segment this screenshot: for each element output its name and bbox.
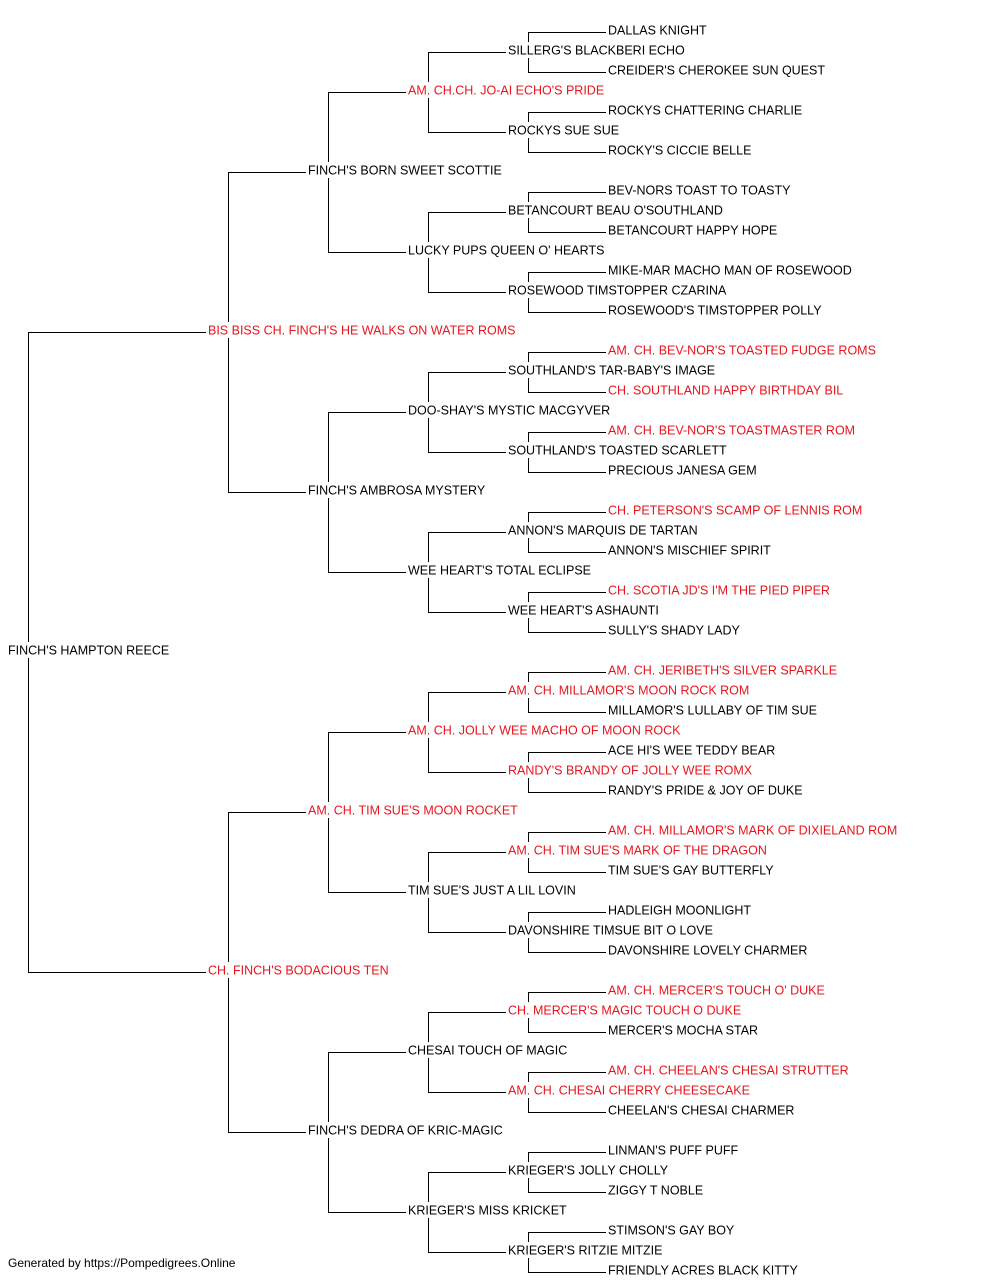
dog-name-gen5-titled: AM. CH. CHEELAN'S CHESAI STRUTTER bbox=[608, 1064, 849, 1078]
dog-name-gen2-titled: AM. CH. TIM SUE'S MOON ROCKET bbox=[308, 804, 518, 818]
dog-name-gen5: STIMSON'S GAY BOY bbox=[608, 1224, 735, 1238]
dog-name-gen5-titled: AM. CH. MERCER'S TOUCH O' DUKE bbox=[608, 984, 825, 998]
dog-name-gen4: SILLERG'S BLACKBERI ECHO bbox=[508, 44, 685, 58]
dog-name-gen5: RANDY'S PRIDE & JOY OF DUKE bbox=[608, 784, 803, 798]
footer-credit: Generated by https://Pompedigrees.Online bbox=[8, 1256, 236, 1270]
dog-name-gen5: ZIGGY T NOBLE bbox=[608, 1184, 703, 1198]
dog-name-gen5: SULLY'S SHADY LADY bbox=[608, 624, 741, 638]
dog-name-gen5: ROCKYS CHATTERING CHARLIE bbox=[608, 104, 802, 118]
dog-name-gen5: MERCER'S MOCHA STAR bbox=[608, 1024, 758, 1038]
dog-name-gen3: LUCKY PUPS QUEEN O' HEARTS bbox=[408, 244, 604, 258]
dog-name-gen5: HADLEIGH MOONLIGHT bbox=[608, 904, 751, 918]
dog-name-gen5: MIKE-MAR MACHO MAN OF ROSEWOOD bbox=[608, 264, 852, 278]
dog-name-gen5: BEV-NORS TOAST TO TOASTY bbox=[608, 184, 791, 198]
dog-name-gen5-titled: CH. SCOTIA JD'S I'M THE PIED PIPER bbox=[608, 584, 830, 598]
dog-name-gen5: ROSEWOOD'S TIMSTOPPER POLLY bbox=[608, 304, 822, 318]
dog-name-gen3: DOO-SHAY'S MYSTIC MACGYVER bbox=[408, 404, 610, 418]
dog-name-gen4: SOUTHLAND'S TAR-BABY'S IMAGE bbox=[508, 364, 715, 378]
dog-name-gen4: ROCKYS SUE SUE bbox=[508, 124, 619, 138]
dog-name-gen4: KRIEGER'S JOLLY CHOLLY bbox=[508, 1164, 669, 1178]
dog-name-gen4-titled: CH. MERCER'S MAGIC TOUCH O DUKE bbox=[508, 1004, 741, 1018]
dog-name-gen5: FRIENDLY ACRES BLACK KITTY bbox=[608, 1264, 799, 1278]
dog-name-gen5: ROCKY'S CICCIE BELLE bbox=[608, 144, 751, 158]
dog-name-gen4: BETANCOURT BEAU O'SOUTHLAND bbox=[508, 204, 723, 218]
dog-name-gen4-titled: AM. CH. CHESAI CHERRY CHEESECAKE bbox=[508, 1084, 750, 1098]
dog-name-gen3: KRIEGER'S MISS KRICKET bbox=[408, 1204, 567, 1218]
dog-name-gen3-titled: AM. CH.CH. JO-AI ECHO'S PRIDE bbox=[408, 84, 604, 98]
dog-name-gen1-titled: CH. FINCH'S BODACIOUS TEN bbox=[208, 964, 389, 978]
dog-name-gen4: SOUTHLAND'S TOASTED SCARLETT bbox=[508, 444, 727, 458]
dog-name-gen5-titled: CH. PETERSON'S SCAMP OF LENNIS ROM bbox=[608, 504, 862, 518]
dog-name-gen4: WEE HEART'S ASHAUNTI bbox=[508, 604, 659, 618]
dog-name-gen5: CHEELAN'S CHESAI CHARMER bbox=[608, 1104, 794, 1118]
dog-name-gen5: TIM SUE'S GAY BUTTERFLY bbox=[608, 864, 774, 878]
dog-name-gen5: ANNON'S MISCHIEF SPIRIT bbox=[608, 544, 771, 558]
dog-name-gen2: FINCH'S AMBROSA MYSTERY bbox=[308, 484, 486, 498]
dog-name-gen5-titled: AM. CH. JERIBETH'S SILVER SPARKLE bbox=[608, 664, 837, 678]
dog-name-gen5: DAVONSHIRE LOVELY CHARMER bbox=[608, 944, 807, 958]
dog-name-gen4-titled: AM. CH. TIM SUE'S MARK OF THE DRAGON bbox=[508, 844, 767, 858]
dog-name-gen4-titled: AM. CH. MILLAMOR'S MOON ROCK ROM bbox=[508, 684, 749, 698]
dog-name-gen5-titled: AM. CH. BEV-NOR'S TOASTMASTER ROM bbox=[608, 424, 855, 438]
dog-name-gen5-titled: CH. SOUTHLAND HAPPY BIRTHDAY BIL bbox=[608, 384, 843, 398]
dog-name-gen5: DALLAS KNIGHT bbox=[608, 24, 707, 38]
dog-name-gen5-titled: AM. CH. MILLAMOR'S MARK OF DIXIELAND ROM bbox=[608, 824, 897, 838]
dog-name-gen3: CHESAI TOUCH OF MAGIC bbox=[408, 1044, 567, 1058]
dog-name-gen5: LINMAN'S PUFF PUFF bbox=[608, 1144, 739, 1158]
dog-name-gen1-titled: BIS BISS CH. FINCH'S HE WALKS ON WATER R… bbox=[208, 324, 516, 338]
dog-name-gen5: BETANCOURT HAPPY HOPE bbox=[608, 224, 777, 238]
dog-name-gen0: FINCH'S HAMPTON REECE bbox=[8, 644, 169, 658]
dog-name-gen3-titled: AM. CH. JOLLY WEE MACHO OF MOON ROCK bbox=[408, 724, 681, 738]
dog-name-gen4: KRIEGER'S RITZIE MITZIE bbox=[508, 1244, 662, 1258]
dog-name-gen5: ACE HI'S WEE TEDDY BEAR bbox=[608, 744, 775, 758]
dog-name-gen5-titled: AM. CH. BEV-NOR'S TOASTED FUDGE ROMS bbox=[608, 344, 876, 358]
dog-name-gen4: ROSEWOOD TIMSTOPPER CZARINA bbox=[508, 284, 727, 298]
dog-name-gen5: CREIDER'S CHEROKEE SUN QUEST bbox=[608, 64, 825, 78]
dog-name-gen5: MILLAMOR'S LULLABY OF TIM SUE bbox=[608, 704, 817, 718]
dog-name-gen4-titled: RANDY'S BRANDY OF JOLLY WEE ROMX bbox=[508, 764, 753, 778]
dog-name-gen5: PRECIOUS JANESA GEM bbox=[608, 464, 757, 478]
dog-name-gen2: FINCH'S BORN SWEET SCOTTIE bbox=[308, 164, 502, 178]
dog-name-gen4: ANNON'S MARQUIS DE TARTAN bbox=[508, 524, 698, 538]
dog-name-gen4: DAVONSHIRE TIMSUE BIT O LOVE bbox=[508, 924, 713, 938]
dog-name-gen2: FINCH'S DEDRA OF KRIC-MAGIC bbox=[308, 1124, 503, 1138]
dog-name-gen3: WEE HEART'S TOTAL ECLIPSE bbox=[408, 564, 591, 578]
dog-name-gen3: TIM SUE'S JUST A LIL LOVIN bbox=[408, 884, 576, 898]
